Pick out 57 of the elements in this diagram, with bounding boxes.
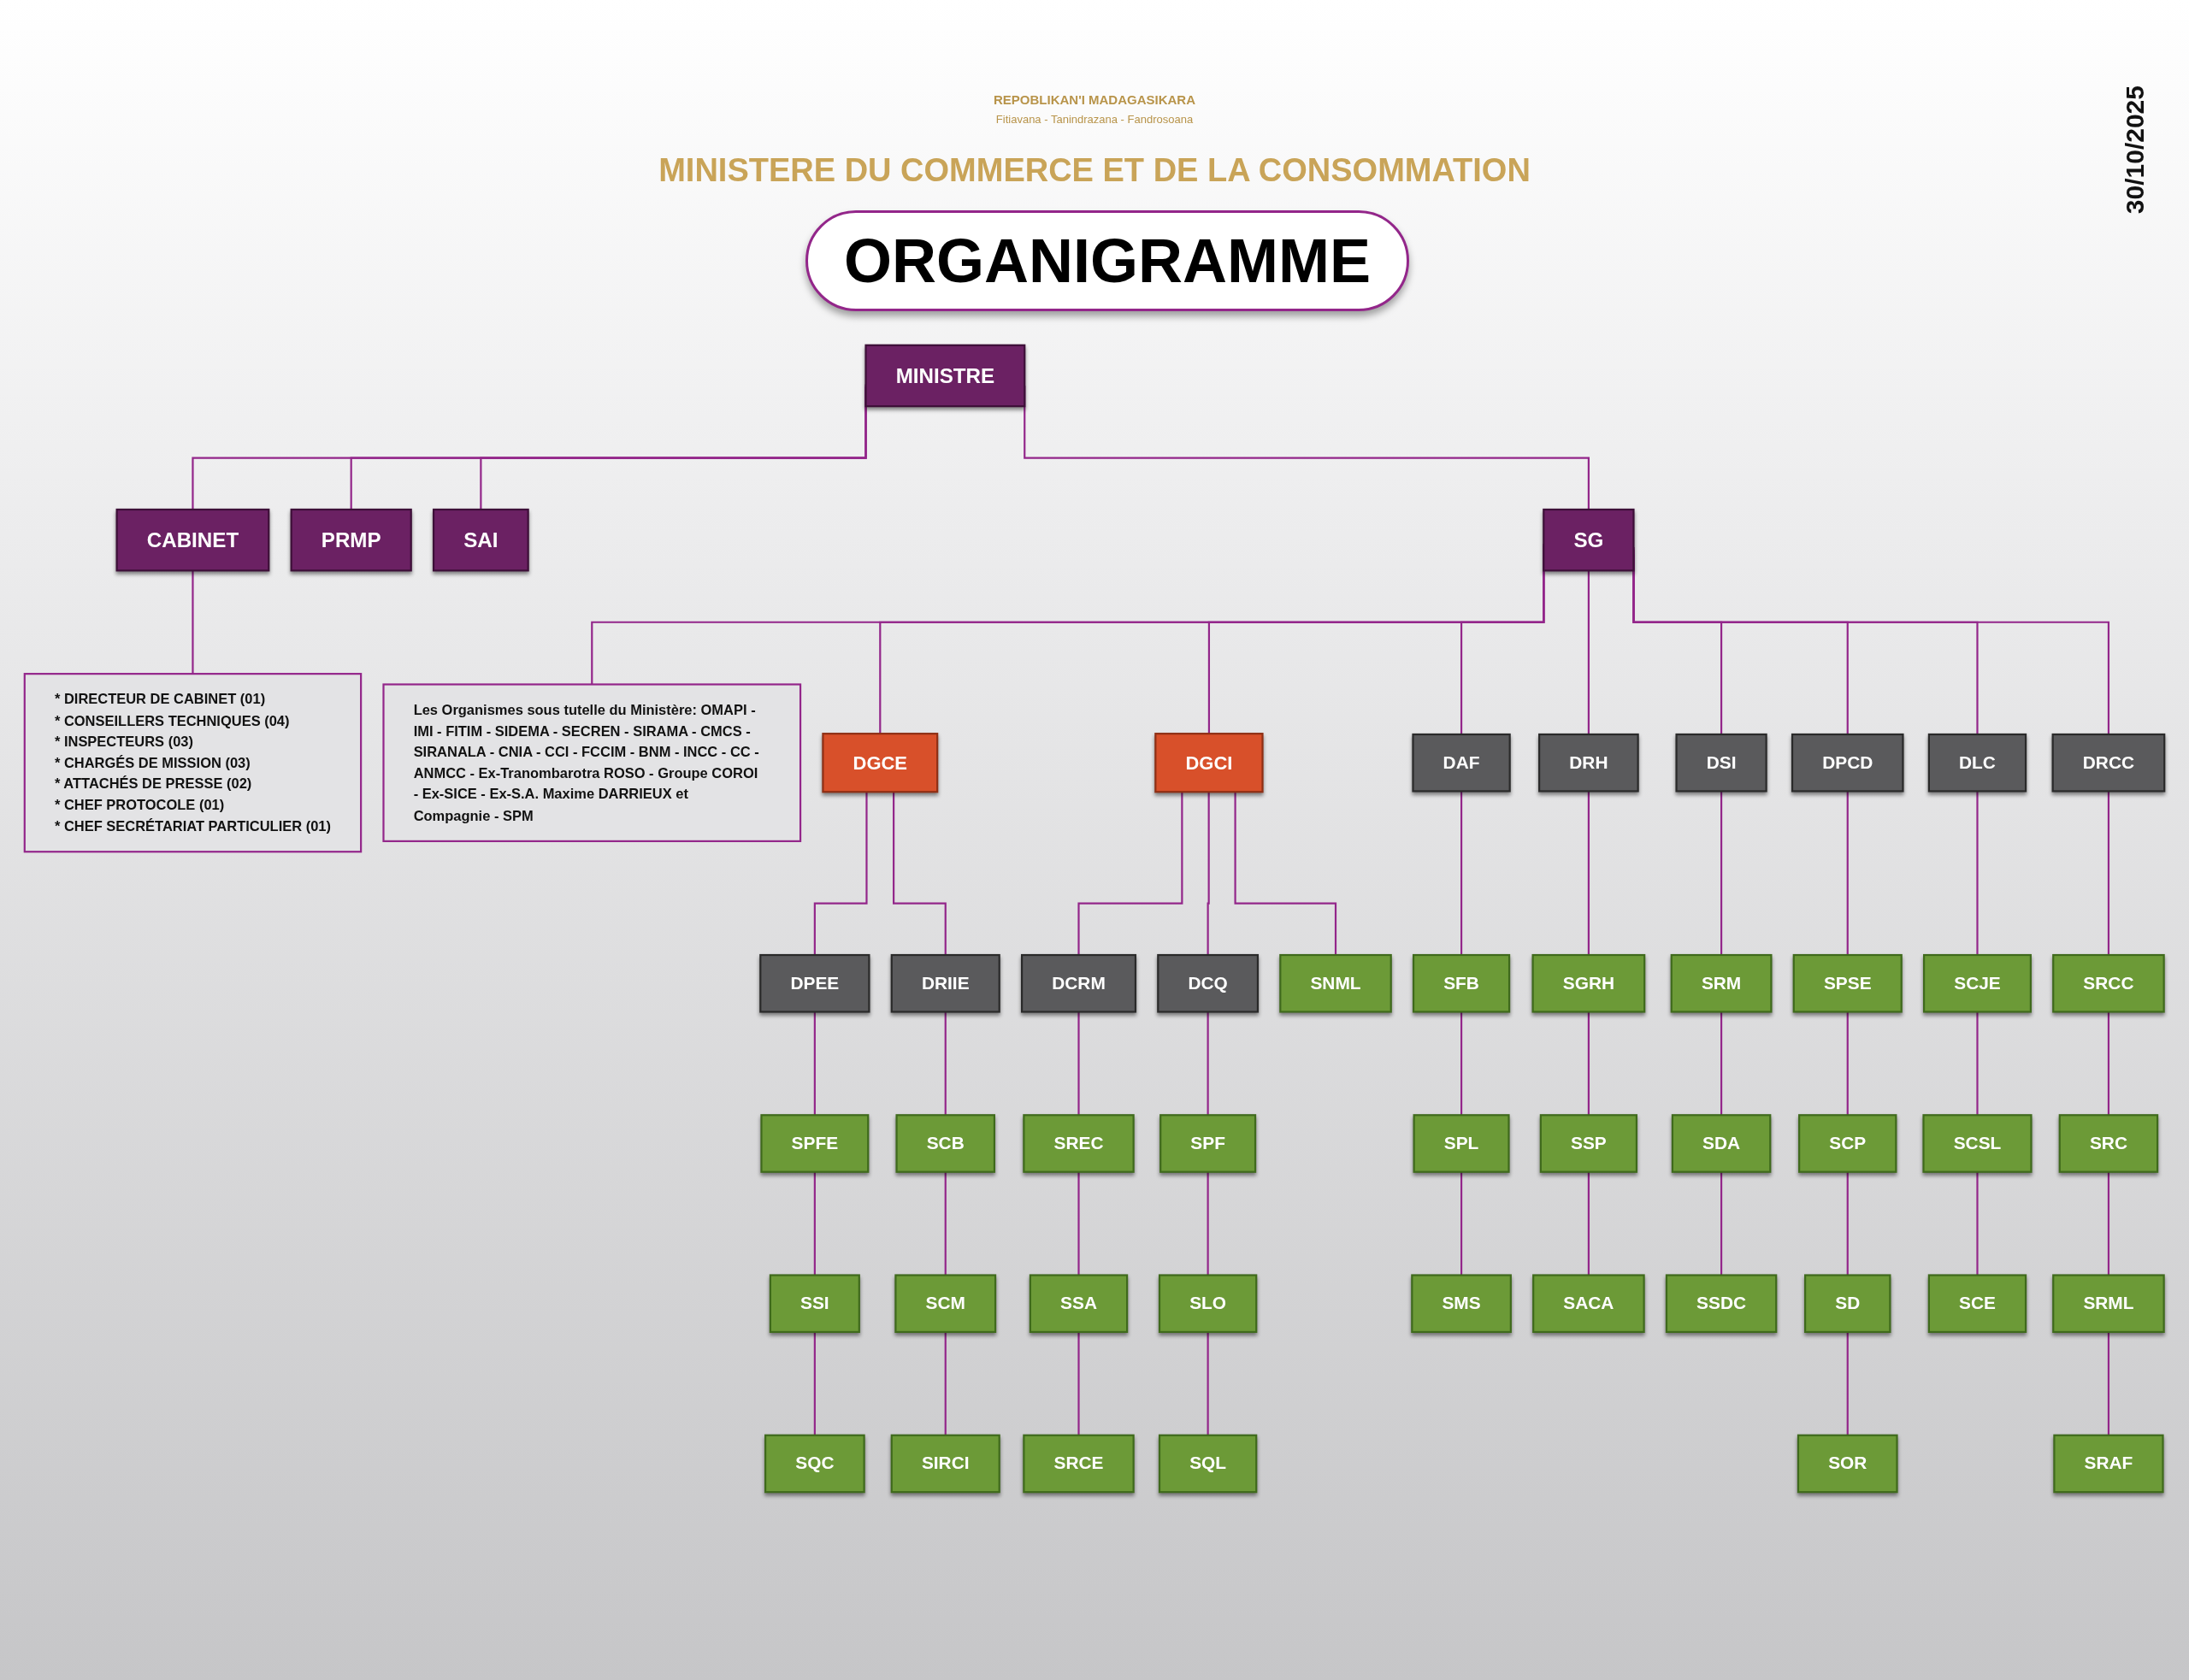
- node-box: SSDC: [1665, 1274, 1778, 1334]
- node-box: SRM: [1670, 953, 1773, 1013]
- node-box: MINISTRE: [864, 344, 1026, 408]
- node-box: SCB: [895, 1114, 995, 1173]
- node-box: SD: [1804, 1274, 1891, 1334]
- node-box: SPL: [1413, 1114, 1510, 1173]
- node-box: DRH: [1538, 733, 1639, 793]
- country-name: REPOBLIKAN'I MADAGASIKARA: [993, 92, 1196, 109]
- ministry-name: MINISTERE DU COMMERCE ET DE LA CONSOMMATION: [658, 151, 1531, 190]
- node-box: SRCE: [1023, 1434, 1135, 1494]
- node-box: SAI: [432, 508, 529, 572]
- node-box: SPF: [1159, 1114, 1257, 1173]
- node-box: SLO: [1158, 1274, 1258, 1334]
- node-box: DGCE: [822, 733, 939, 793]
- node-box: SCP: [1798, 1114, 1897, 1173]
- node-box: SPFE: [760, 1114, 870, 1173]
- node-box: PRMP: [290, 508, 412, 572]
- node-box: SQC: [764, 1434, 865, 1494]
- node-box: SRC: [2058, 1114, 2159, 1173]
- node-box: SMS: [1411, 1274, 1512, 1334]
- node-box: SQL: [1158, 1434, 1258, 1494]
- node-box: DRCC: [2051, 733, 2166, 793]
- motto-text: Fitiavana - Tanindrazana - Fandrosoana: [995, 113, 1194, 127]
- node-box: SG: [1543, 508, 1635, 572]
- node-box: SIRCI: [890, 1434, 1000, 1494]
- node-box: DSI: [1675, 733, 1767, 793]
- node-box: CABINET: [115, 508, 270, 572]
- node-box: SCSL: [1922, 1114, 2033, 1173]
- node-box: DAF: [1412, 733, 1511, 793]
- node-box: SCJE: [1923, 953, 2032, 1013]
- node-box: SACA: [1532, 1274, 1645, 1334]
- node-box: DCRM: [1020, 953, 1137, 1013]
- node-box: SOR: [1797, 1434, 1898, 1494]
- node-box: SCM: [894, 1274, 997, 1334]
- node-box: DLC: [1927, 733, 2027, 793]
- node-box: SSI: [769, 1274, 860, 1334]
- node-box: SRAF: [2053, 1434, 2164, 1494]
- node-box: Les Organismes sous tutelle du Ministère: OMAPI - IMI - FITIM - SIDEMA - SECREN - SIRAMA - CMCS - SIRANALA - CNIA - CCI - FCCIM - BNM - INCC - CC - ANMCC - Ex-Tranombarotra ROSO - Groupe COROI - Ex-SICE - Ex-S.A. Maxime DARRIEUX et Compagnie - SPM: [382, 683, 802, 842]
- node-box: SCE: [1927, 1274, 2027, 1334]
- node-box: SSA: [1029, 1274, 1129, 1334]
- title-banner: ORGANIGRAMME: [805, 210, 1409, 311]
- node-box: SNML: [1279, 953, 1392, 1013]
- node-box: DPCD: [1791, 733, 1904, 793]
- node-box: SFB: [1412, 953, 1511, 1013]
- node-box: * DIRECTEUR DE CABINET (01) * CONSEILLERS TECHNIQUES (04) * INSPECTEURS (03) * CHARGÉS DE MISSION (03) * ATTACHÉS DE PRESSE (02) * CHEF PROTOCOLE (01) * CHEF SECRÉTARIAT PARTICULIER (01): [23, 673, 363, 853]
- node-box: SRML: [2052, 1274, 2165, 1334]
- node-box: SRCC: [2052, 953, 2165, 1013]
- node-box: DCQ: [1157, 953, 1260, 1013]
- node-box: SREC: [1023, 1114, 1135, 1173]
- date-text: 30/10/2025: [2120, 85, 2150, 215]
- node-box: DRIIE: [890, 953, 1000, 1013]
- node-box: SGRH: [1531, 953, 1646, 1013]
- node-box: SDA: [1671, 1114, 1772, 1173]
- node-box: DPEE: [759, 953, 870, 1013]
- node-box: DGCI: [1154, 733, 1264, 793]
- node-box: SPSE: [1792, 953, 1903, 1013]
- node-box: SSP: [1539, 1114, 1637, 1173]
